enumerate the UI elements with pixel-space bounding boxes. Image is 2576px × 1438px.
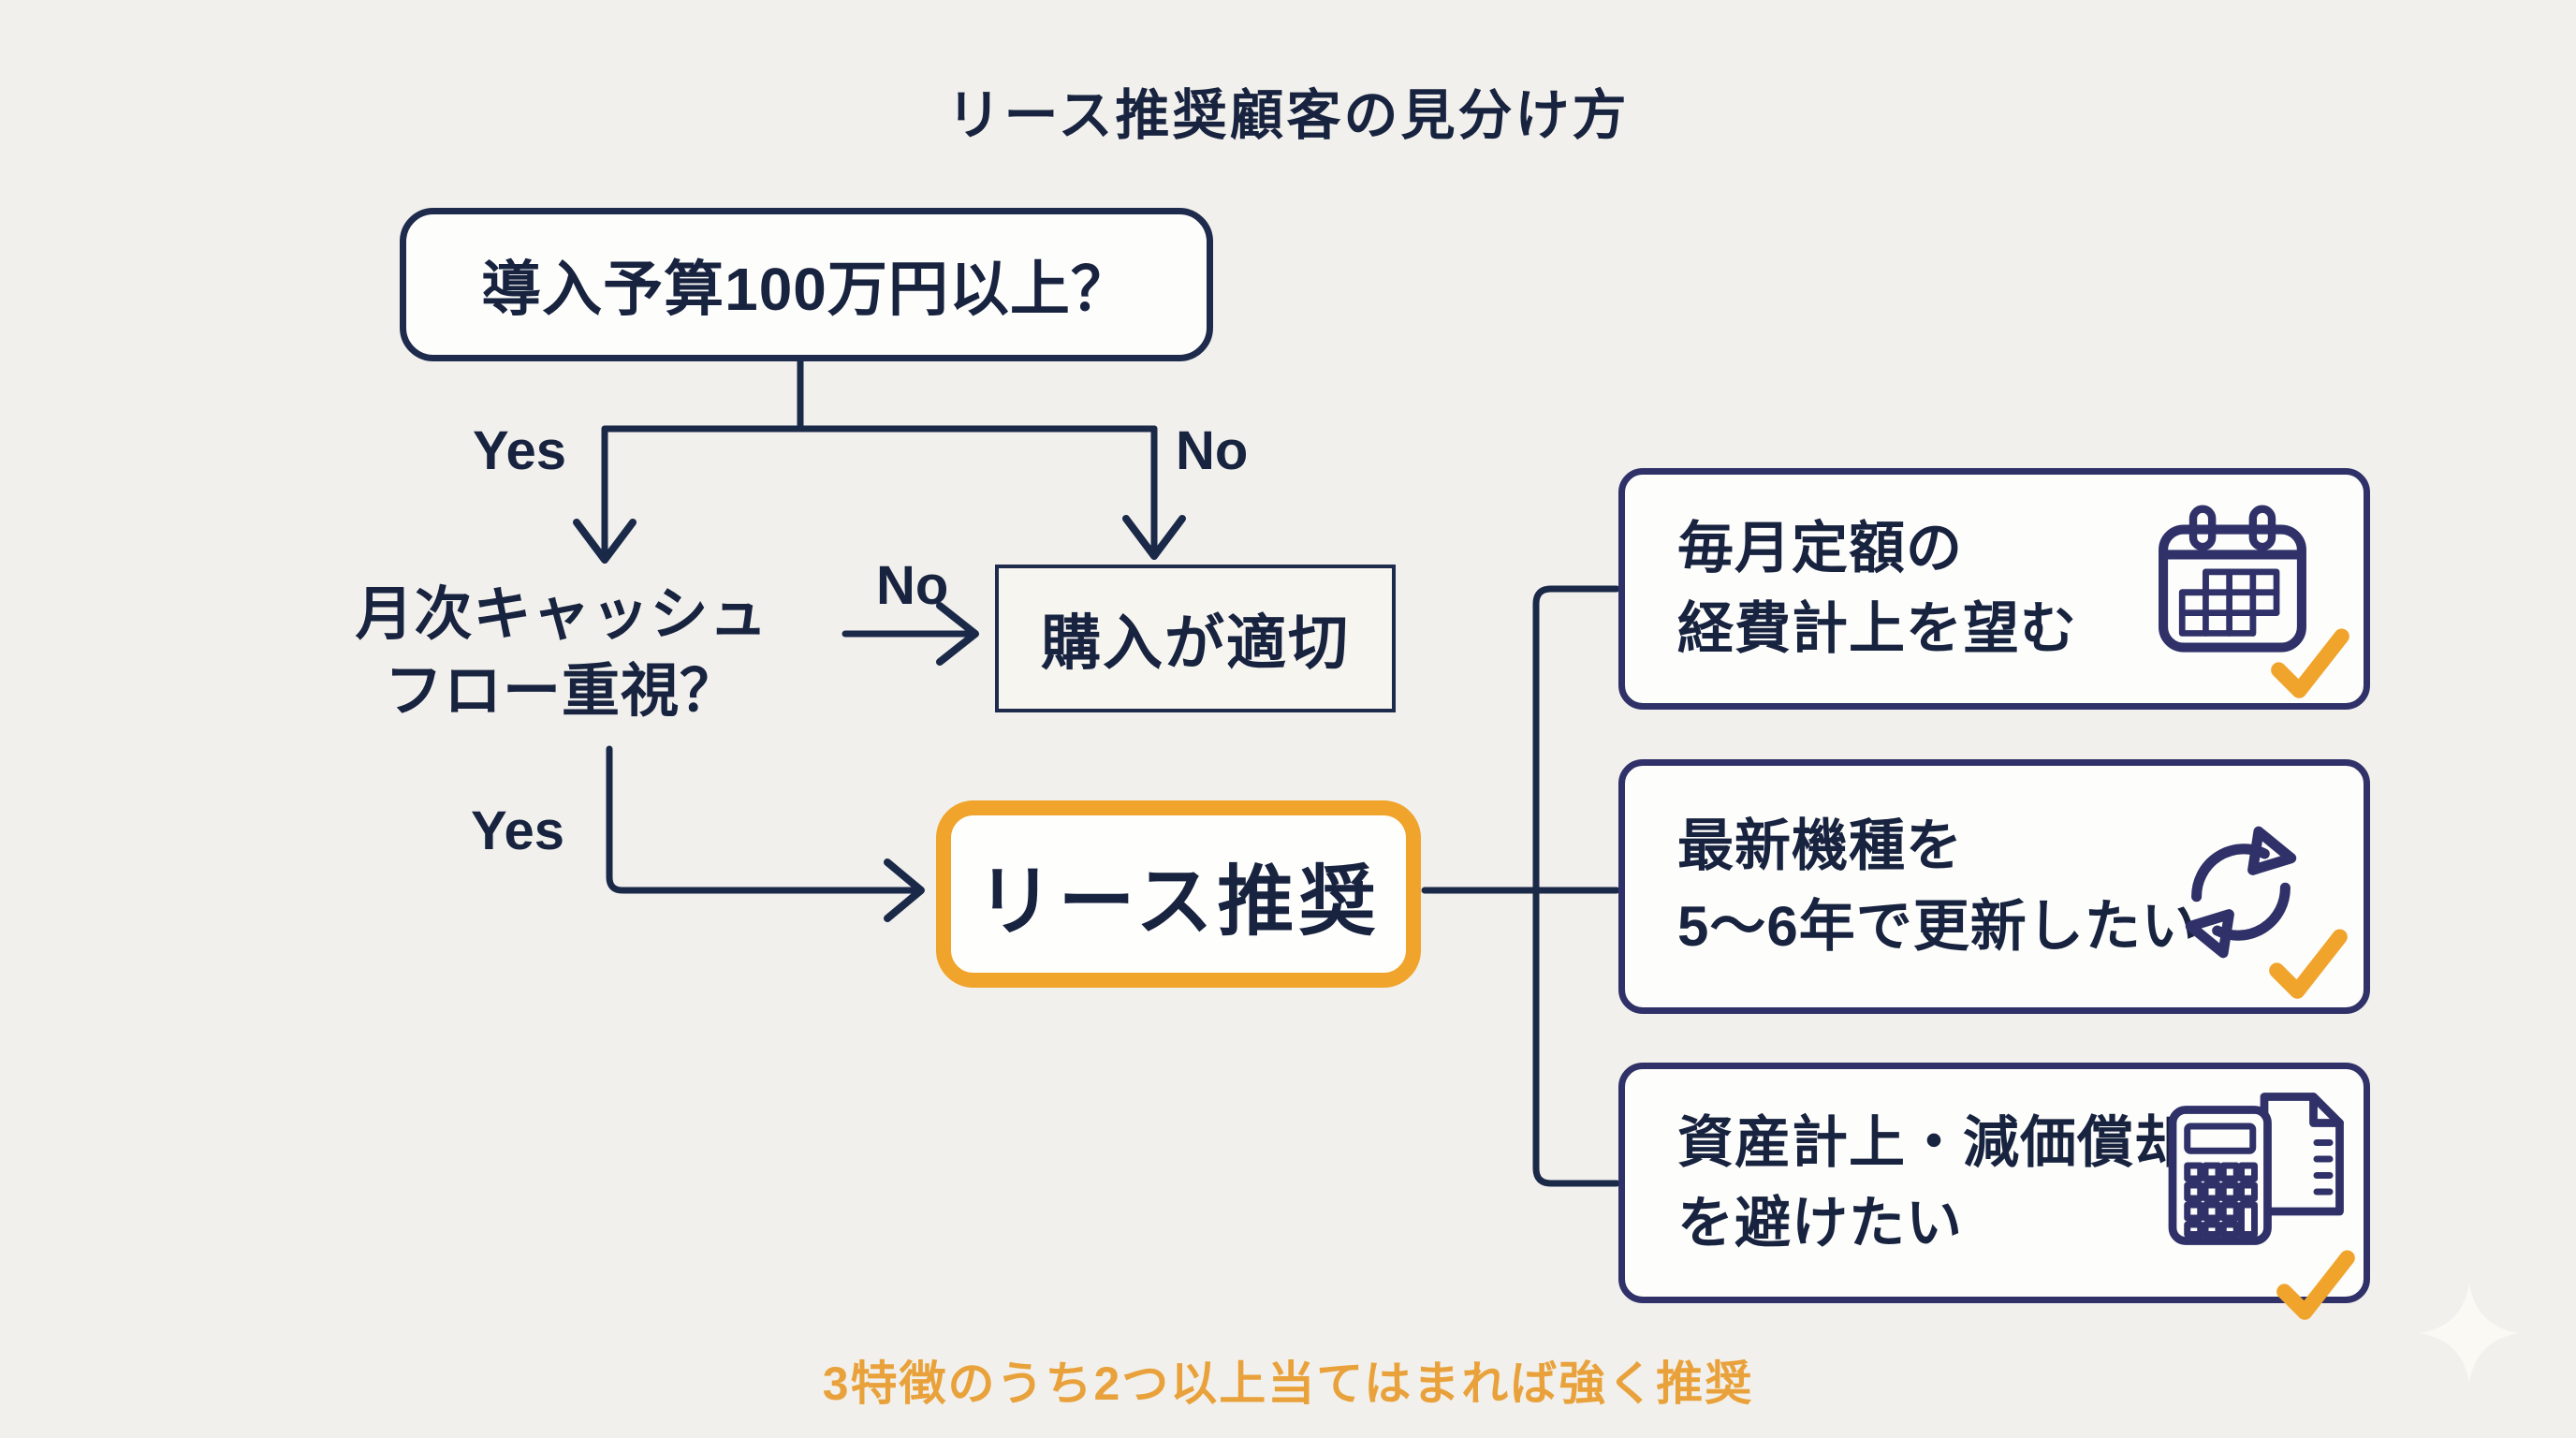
page-title: リース推奨顧客の見分け方 xyxy=(946,85,1630,146)
feature-line: 最新機種を xyxy=(1677,814,1963,877)
node-lease-recommended: リース推奨 xyxy=(936,800,1421,988)
feature-line: を避けたい xyxy=(1677,1191,1963,1255)
footer-note: 3特徴のうち2つ以上当てはまれば強く推奨 xyxy=(822,1357,1754,1410)
check-icon xyxy=(2276,1250,2355,1320)
arrowhead-lease-icon xyxy=(884,858,925,922)
check-icon xyxy=(2269,929,2348,999)
node-cashflow-line1: 月次キャッシュ xyxy=(355,582,768,647)
arrowhead-yes-down-icon xyxy=(573,519,637,564)
edge-label-no-top: No xyxy=(1176,420,1249,481)
feature-text: 毎月定額の 経費計上を望む xyxy=(1677,508,2077,669)
calendar-icon xyxy=(2159,505,2306,653)
arrowhead-purchase-icon xyxy=(936,602,979,666)
connector-trunk xyxy=(1532,585,1620,1187)
node-purchase-label: 購入が適切 xyxy=(1041,609,1350,677)
node-cashflow-line2: フロー重視？ xyxy=(384,659,739,724)
edge-label-no-mid: No xyxy=(876,555,949,616)
node-lease-label: リース推奨 xyxy=(976,858,1381,945)
node-budget-label: 導入予算100万円以上？ xyxy=(481,256,1132,323)
feature-line: 毎月定額の xyxy=(1677,517,1963,580)
feature-line: 5〜6年で更新したい xyxy=(1677,895,2199,958)
node-purchase: 購入が適切 xyxy=(995,565,1396,712)
feature-card-monthly-expense: 毎月定額の 経費計上を望む xyxy=(1618,468,2370,710)
feature-card-avoid-depreciation: 資産計上・減価償却 を避けたい xyxy=(1618,1063,2370,1320)
edge-label-yes-bottom: Yes xyxy=(471,800,564,861)
refresh-icon xyxy=(2185,826,2297,959)
feature-line: 資産計上・減価償却 xyxy=(1677,1110,2191,1174)
connector-yes-lease xyxy=(606,745,921,894)
feature-line: 経費計上を望む xyxy=(1677,597,2077,660)
feature-text: 最新機種を 5〜6年で更新したい xyxy=(1677,806,2199,967)
edge-label-yes-top: Yes xyxy=(473,420,566,481)
feature-text: 資産計上・減価償却 を避けたい xyxy=(1677,1103,2191,1264)
check-icon xyxy=(2271,628,2349,698)
feature-card-model-refresh: 最新機種を 5〜6年で更新したい xyxy=(1618,759,2370,1014)
arrowhead-no-down-icon xyxy=(1122,515,1186,560)
sparkle-icon xyxy=(2420,1284,2519,1383)
calculator-icon xyxy=(2168,1093,2344,1245)
node-budget-question: 導入予算100万円以上？ xyxy=(400,208,1213,361)
node-cashflow-question: 月次キャッシュ フロー重視？ xyxy=(281,577,842,730)
